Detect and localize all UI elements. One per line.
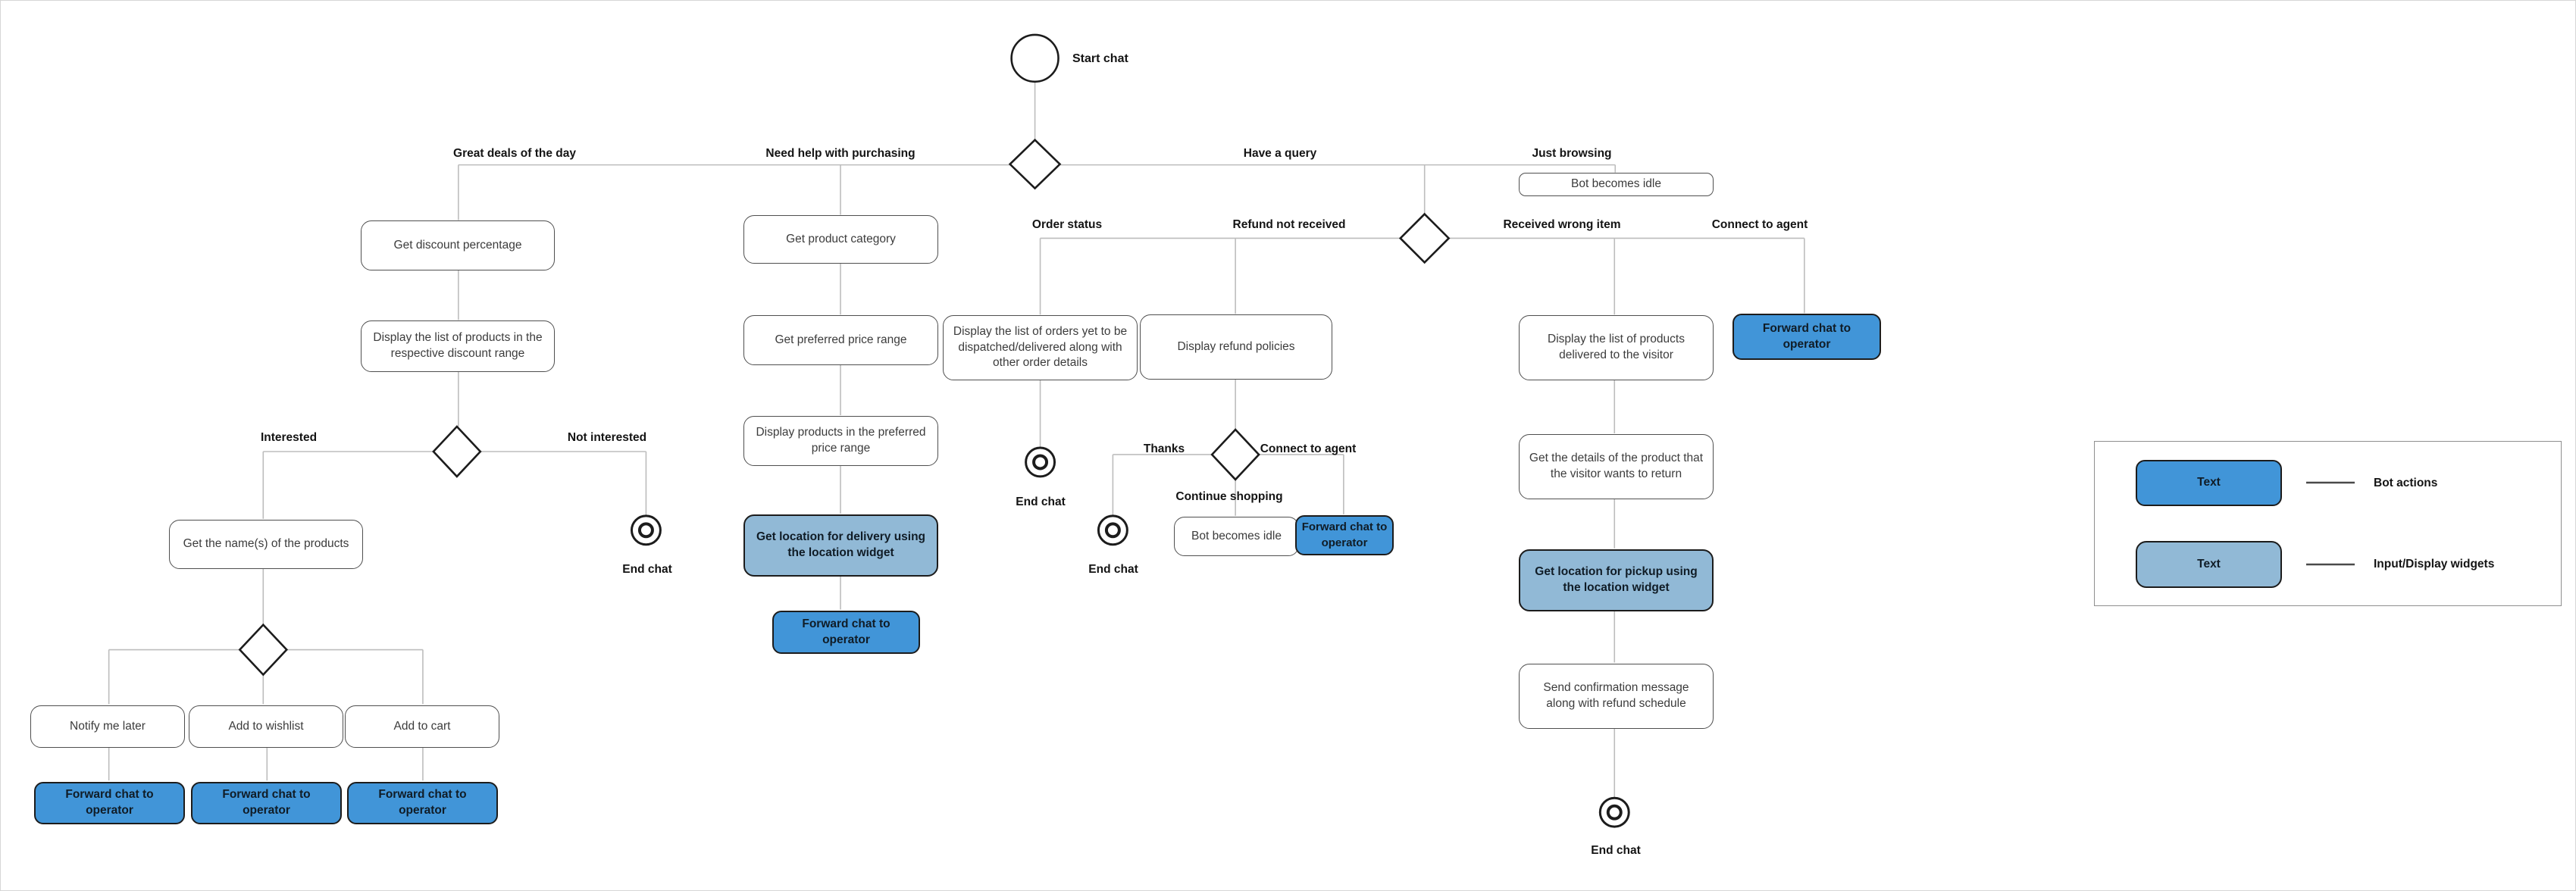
end-chat-label: End chat [1088,563,1138,576]
connectors [108,81,1805,798]
branch-label-order-status: Order status [1031,218,1103,231]
legend-bot-action-swatch: Text [2136,460,2282,506]
end-chat-label: End chat [622,563,672,576]
start-node[interactable] [1010,33,1060,83]
end-chat-label: End chat [1591,844,1641,857]
branch-label-wrong-item: Received wrong item [1503,218,1621,231]
decision-main[interactable] [1008,138,1062,190]
decision-refund-followup[interactable] [1210,428,1260,481]
decision-query[interactable] [1398,212,1451,264]
decision-interest[interactable] [432,425,482,478]
node-get-discount[interactable]: Get discount percentage [361,220,555,270]
node-forward-chat[interactable]: Forward chat to operator [34,782,185,824]
legend-line [2306,481,2355,484]
node-bot-becomes-idle[interactable]: Bot becomes idle [1174,517,1299,556]
branch-label-continue-shopping: Continue shopping [1175,490,1283,503]
node-get-return-details[interactable]: Get the details of the product that the … [1519,434,1714,499]
node-display-discount-products[interactable]: Display the list of products in the resp… [361,320,555,372]
branch-label-interested: Interested [260,431,318,444]
branch-label-connect-agent-2: Connect to agent [1260,442,1357,455]
branch-label-not-interested: Not interested [567,431,647,444]
start-chat-label: Start chat [1072,52,1128,65]
branch-label-just-browsing: Just browsing [1532,147,1612,160]
end-node-not-interested[interactable] [630,514,662,546]
node-get-category[interactable]: Get product category [743,215,938,264]
decision-product-action[interactable] [238,623,289,677]
end-node-thanks[interactable] [1097,514,1128,546]
legend-bot-actions-label: Bot actions [2374,477,2438,489]
branch-label-great-deals: Great deals of the day [453,147,576,160]
branch-label-connect-agent: Connect to agent [1711,218,1808,231]
branch-label-need-help: Need help with purchasing [765,147,916,160]
legend-input-display-label: Input/Display widgets [2374,558,2495,571]
node-notify-me-later[interactable]: Notify me later [30,705,185,748]
node-forward-chat[interactable]: Forward chat to operator [1295,515,1394,555]
legend: Text Bot actions Text Input/Display widg… [2094,441,2562,606]
node-get-location-pickup[interactable]: Get location for pickup using the locati… [1519,549,1714,611]
node-get-price-range[interactable]: Get preferred price range [743,315,938,365]
node-forward-chat[interactable]: Forward chat to operator [772,611,920,654]
node-add-to-cart[interactable]: Add to cart [345,705,499,748]
node-display-orders[interactable]: Display the list of orders yet to be dis… [943,315,1138,380]
node-forward-chat[interactable]: Forward chat to operator [1732,314,1881,360]
end-chat-label: End chat [1016,496,1066,508]
node-forward-chat[interactable]: Forward chat to operator [191,782,342,824]
node-get-names[interactable]: Get the name(s) of the products [169,520,363,569]
legend-line [2306,563,2355,566]
branch-label-have-query: Have a query [1243,147,1317,160]
node-display-refund-policies[interactable]: Display refund policies [1140,314,1332,380]
node-bot-becomes-idle-top[interactable]: Bot becomes idle [1519,173,1714,196]
node-display-delivered[interactable]: Display the list of products delivered t… [1519,315,1714,380]
end-node-return[interactable] [1598,796,1630,828]
node-get-location-delivery[interactable]: Get location for delivery using the loca… [743,514,938,577]
node-forward-chat[interactable]: Forward chat to operator [347,782,498,824]
node-display-price-products[interactable]: Display products in the preferred price … [743,416,938,466]
node-add-to-wishlist[interactable]: Add to wishlist [189,705,343,748]
branch-label-thanks: Thanks [1143,442,1185,455]
branch-label-refund: Refund not received [1232,218,1346,231]
end-node-order-status[interactable] [1025,446,1056,478]
node-send-confirmation[interactable]: Send confirmation message along with ref… [1519,664,1714,729]
legend-widget-swatch: Text [2136,541,2282,588]
